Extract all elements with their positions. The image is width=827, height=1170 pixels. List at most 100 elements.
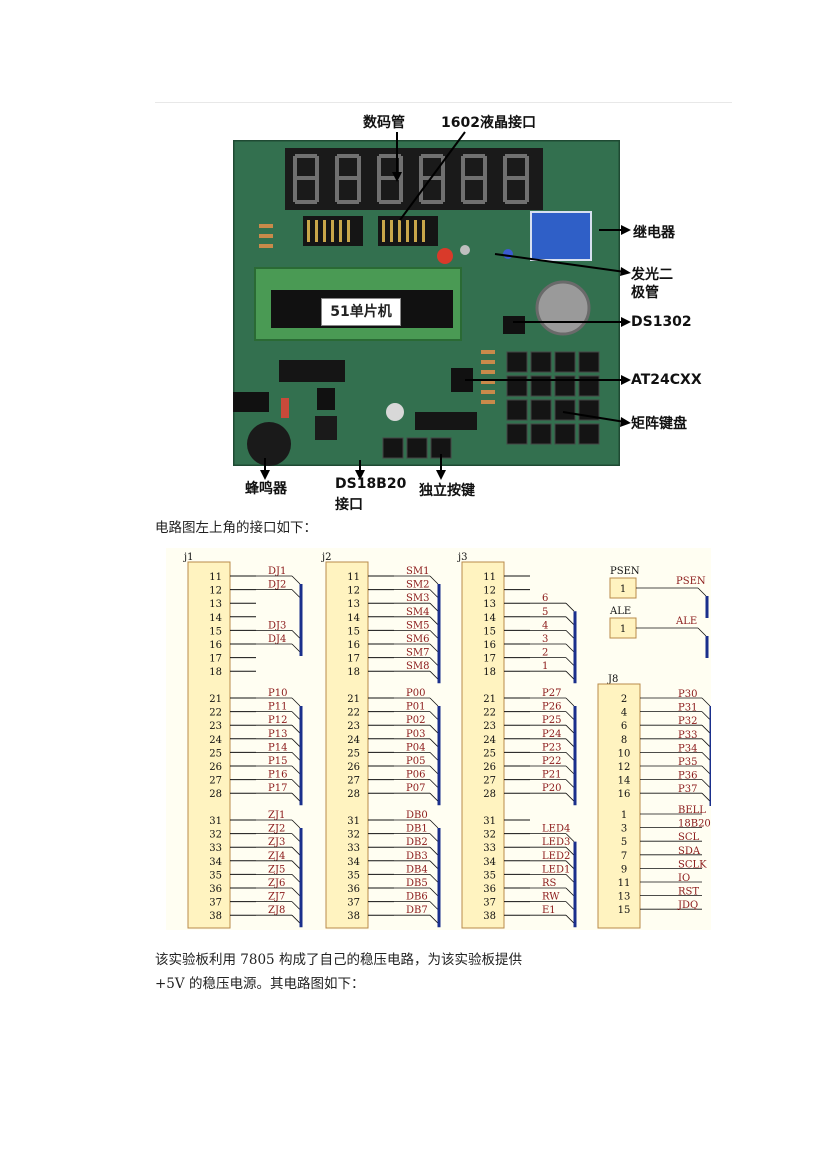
j8-net-label: P31 bbox=[678, 703, 697, 714]
bus-entry bbox=[429, 630, 439, 639]
pin-number: 27 bbox=[483, 776, 496, 787]
j8-pin-number: 11 bbox=[618, 878, 631, 889]
bus-entry bbox=[565, 657, 575, 666]
net-label: DB6 bbox=[406, 892, 428, 903]
j8-net-label: SCLK bbox=[678, 859, 707, 870]
bus-entry bbox=[565, 670, 575, 680]
bus-entry bbox=[565, 724, 575, 734]
net-label: DJ1 bbox=[268, 566, 286, 577]
pin-number: 16 bbox=[347, 640, 360, 651]
pin-number: 38 bbox=[347, 911, 360, 922]
j8-net-label: 18B20 bbox=[678, 819, 711, 830]
pin-number: 17 bbox=[483, 654, 496, 665]
j8-pin-number: 16 bbox=[618, 789, 631, 800]
net-label: DB5 bbox=[406, 878, 428, 889]
bus-entry bbox=[429, 738, 439, 748]
pin-number: 31 bbox=[347, 816, 360, 827]
pin-number: 35 bbox=[209, 870, 222, 881]
net-label: ZJ1 bbox=[268, 810, 285, 821]
j8-net-label: P32 bbox=[678, 716, 697, 727]
net-label: DB1 bbox=[406, 824, 428, 835]
net-label: P11 bbox=[268, 702, 287, 713]
j8-pin-number: 12 bbox=[618, 762, 631, 773]
pin-number: 37 bbox=[209, 898, 222, 909]
pin-number: 26 bbox=[209, 762, 222, 773]
net-label: P25 bbox=[542, 715, 561, 726]
pin-number: 17 bbox=[347, 654, 360, 665]
bus-entry bbox=[429, 860, 439, 870]
j8-net-label: P30 bbox=[678, 689, 697, 700]
bus-entry bbox=[565, 602, 575, 612]
j8-net-label: JDQ bbox=[677, 900, 698, 911]
j8-pin-number: 2 bbox=[621, 694, 627, 705]
pin-number: 21 bbox=[209, 694, 222, 705]
bus-entry bbox=[565, 846, 575, 856]
bus-entry bbox=[291, 711, 301, 720]
pin-number: 38 bbox=[483, 911, 496, 922]
mcu-label-text: 51单片机 bbox=[330, 304, 392, 320]
net-label: ZJ8 bbox=[268, 905, 285, 916]
bus-entry bbox=[429, 643, 439, 653]
bus-entry bbox=[291, 901, 301, 910]
pin-number: 25 bbox=[209, 748, 222, 759]
board-photo bbox=[231, 138, 622, 468]
psen-entry bbox=[697, 587, 707, 597]
callout-seven-segment: 数码管 bbox=[363, 115, 405, 131]
net-label: ZJ7 bbox=[268, 892, 285, 903]
net-label: SM4 bbox=[406, 607, 429, 618]
bus-entry bbox=[291, 914, 301, 924]
bus-entry bbox=[291, 874, 301, 883]
bus-entry bbox=[565, 874, 575, 883]
psen-label: PSEN bbox=[610, 566, 640, 577]
net-label: DJ3 bbox=[268, 620, 286, 631]
j8-net-label: RST bbox=[678, 887, 699, 898]
pin-number: 28 bbox=[347, 789, 360, 800]
pin-number: 28 bbox=[483, 789, 496, 800]
pin-number: 27 bbox=[347, 776, 360, 787]
j8-pin-number: 5 bbox=[621, 837, 627, 848]
header-body-j2 bbox=[325, 561, 369, 929]
pin-number: 32 bbox=[347, 830, 360, 841]
net-label: P03 bbox=[406, 729, 425, 740]
j8-pin-number: 7 bbox=[621, 851, 627, 862]
bus-entry bbox=[429, 752, 439, 761]
net-label: P23 bbox=[542, 742, 561, 753]
net-label: P00 bbox=[406, 688, 425, 699]
pin-number: 26 bbox=[483, 762, 496, 773]
pin-number: 25 bbox=[347, 748, 360, 759]
bus-entry bbox=[429, 697, 439, 707]
pin-number: 33 bbox=[347, 843, 360, 854]
bus-entry bbox=[291, 630, 301, 639]
pin-number: 12 bbox=[347, 586, 360, 597]
j8-bus-entry bbox=[701, 765, 711, 775]
callout-ds1302: DS1302 bbox=[631, 314, 692, 330]
bus-entry bbox=[429, 901, 439, 910]
bus-entry bbox=[565, 779, 575, 788]
bus-entry bbox=[291, 779, 301, 788]
pin-number: 18 bbox=[209, 667, 222, 678]
bus-entry bbox=[565, 792, 575, 802]
header-label-j1: j1 bbox=[183, 552, 193, 563]
bus-entry bbox=[565, 697, 575, 707]
net-label: SM3 bbox=[406, 593, 429, 604]
pin-number: 36 bbox=[209, 884, 222, 895]
net-label: P21 bbox=[542, 770, 561, 781]
header-body-j1 bbox=[187, 561, 231, 929]
callout-led-line2: 极管 bbox=[631, 285, 659, 301]
ale-entry bbox=[697, 627, 707, 637]
net-label: P05 bbox=[406, 756, 425, 767]
pin-number: 28 bbox=[209, 789, 222, 800]
pin-number: 15 bbox=[483, 626, 496, 637]
pin-number: 24 bbox=[347, 735, 360, 746]
bus-entry bbox=[565, 833, 575, 842]
net-label: P22 bbox=[542, 756, 561, 767]
intro-text: 电路图左上角的接口如下： bbox=[155, 520, 317, 536]
j8-bus-entry bbox=[701, 792, 711, 802]
net-label: P15 bbox=[268, 756, 287, 767]
pin-number: 22 bbox=[209, 708, 222, 719]
pin-number: 16 bbox=[483, 640, 496, 651]
pin-number: 14 bbox=[347, 613, 360, 624]
pin-number: 34 bbox=[483, 857, 496, 868]
net-label: DB4 bbox=[406, 864, 428, 875]
